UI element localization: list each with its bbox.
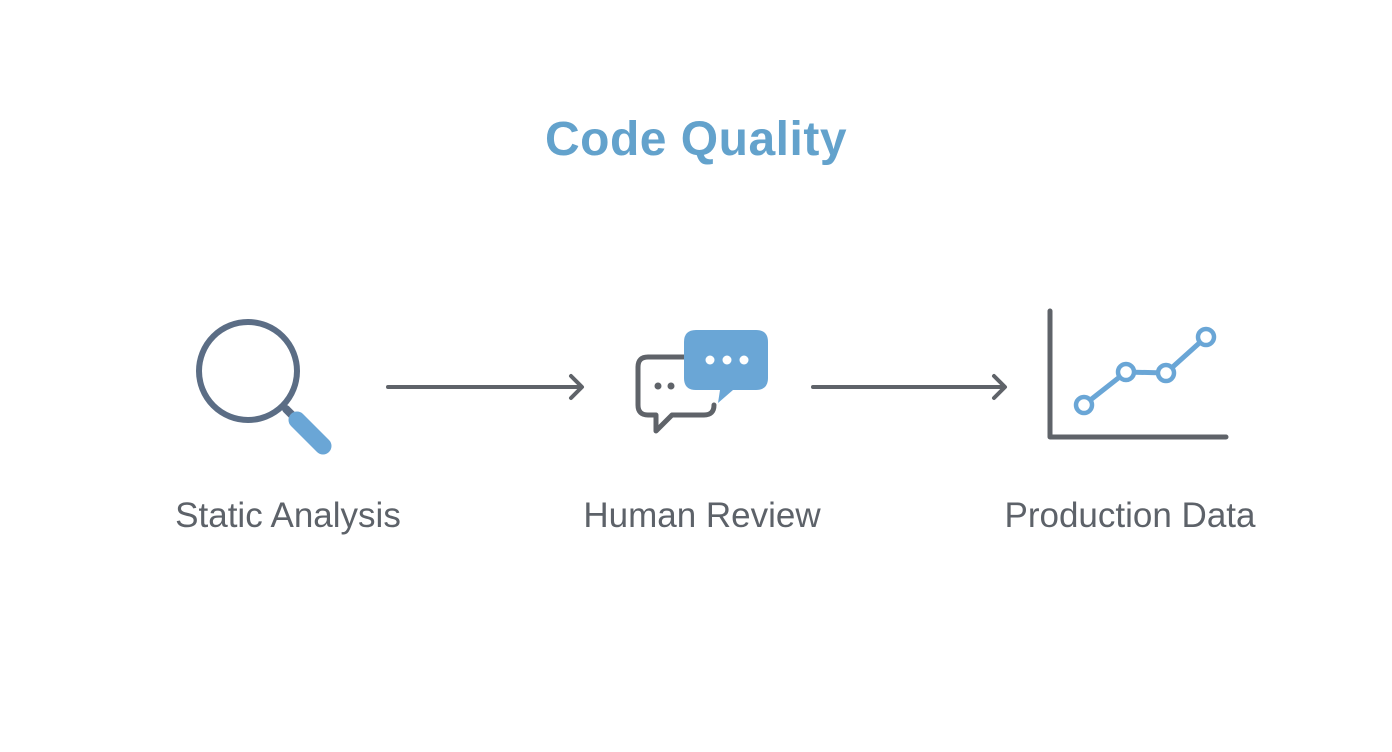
chat-bubbles-icon bbox=[630, 325, 775, 440]
diagram-title: Code Quality bbox=[544, 113, 848, 166]
magnifying-glass-icon bbox=[190, 315, 340, 460]
step-label-human-review: Human Review bbox=[583, 496, 821, 535]
step-label-production-data: Production Data bbox=[1004, 496, 1256, 535]
arrow-right-icon bbox=[385, 370, 590, 404]
line-chart-icon bbox=[1040, 305, 1235, 450]
step-label-static-analysis: Static Analysis bbox=[175, 496, 401, 535]
arrow-right-icon bbox=[810, 370, 1015, 404]
